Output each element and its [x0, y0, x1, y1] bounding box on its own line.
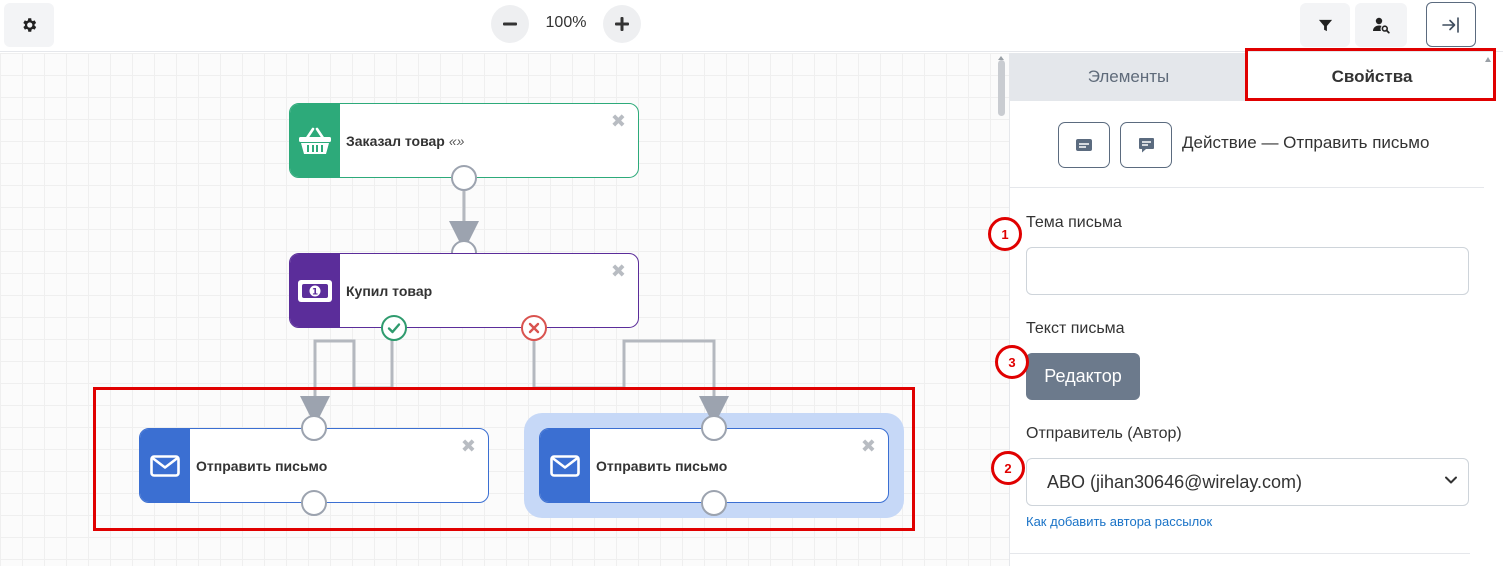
zoom-in-button[interactable]: [603, 5, 641, 43]
node-order-title: Заказал товар: [346, 132, 445, 149]
node-order-label: Заказал товар «»: [340, 104, 638, 177]
canvas-scroll-up-arrow[interactable]: [998, 56, 1004, 60]
node-mail1-output-port[interactable]: [301, 490, 327, 516]
node-buy-stripe: 1: [290, 254, 340, 327]
message-icon: [1138, 137, 1154, 152]
tab-elements[interactable]: Элементы: [1010, 53, 1247, 101]
action-title: Действие — Отправить письмо: [1182, 133, 1430, 152]
body-label: Текст письма: [1026, 320, 1125, 337]
subject-input[interactable]: [1026, 247, 1469, 295]
panel-divider-bottom: [1010, 553, 1470, 554]
node-order-close-icon[interactable]: ✖: [610, 111, 626, 131]
subject-label: Тема письма: [1026, 214, 1122, 231]
user-search-button[interactable]: [1355, 3, 1407, 47]
collapse-panel-icon: [1442, 16, 1459, 33]
banknote-icon: 1: [298, 279, 332, 302]
wire-yes-to-mail1: [300, 339, 394, 426]
chevron-down-icon: [1445, 476, 1457, 484]
node-mail1-input-port[interactable]: [301, 415, 327, 441]
collapse-panel-button[interactable]: [1426, 2, 1476, 47]
node-mail2-label: Отправить письмо: [596, 457, 728, 474]
check-icon: [387, 323, 401, 334]
wire-no-to-mail2: [532, 339, 729, 426]
top-toolbar: 100%: [0, 0, 1503, 52]
filter-button[interactable]: [1300, 3, 1350, 47]
node-mail1-label: Отправить письмо: [196, 457, 328, 474]
action-card-button[interactable]: [1058, 122, 1110, 168]
basket-icon: [299, 127, 331, 154]
zoom-level: 100%: [545, 14, 587, 31]
node-buy-label: Купил товар: [346, 282, 433, 299]
node-mail2-stripe: [540, 429, 590, 502]
envelope-icon: [550, 454, 580, 477]
filter-icon: [1318, 19, 1332, 31]
sender-value: ABO (jihan30646@wirelay.com): [1047, 471, 1303, 492]
properties-tab-highlight: [1245, 48, 1496, 101]
card-icon: [1076, 139, 1092, 151]
plus-icon: [615, 17, 629, 31]
cross-icon: [528, 322, 540, 334]
minus-icon: [503, 22, 517, 26]
node-order-stripe: [290, 104, 340, 177]
email-nodes-highlight: [93, 387, 915, 531]
node-mail2-close-icon[interactable]: ✖: [860, 436, 876, 456]
svg-text:1: 1: [312, 287, 318, 297]
sender-select[interactable]: ABO (jihan30646@wirelay.com): [1026, 458, 1469, 506]
add-author-help-link[interactable]: Как добавить автора рассылок: [1026, 514, 1213, 529]
node-mail1-stripe: [140, 429, 190, 502]
canvas-scrollbar[interactable]: [998, 60, 1005, 116]
node-mail2-output-port[interactable]: [701, 490, 727, 516]
no-branch-port[interactable]: [521, 315, 547, 341]
tab-properties[interactable]: Свойства: [1247, 53, 1497, 101]
node-buy-close-icon[interactable]: ✖: [610, 261, 626, 281]
node-mail2-input-port[interactable]: [701, 415, 727, 441]
action-comment-button[interactable]: [1120, 122, 1172, 168]
node-mail1-close-icon[interactable]: ✖: [460, 436, 476, 456]
node-order-output-port[interactable]: [451, 165, 477, 191]
editor-button[interactable]: Редактор: [1026, 353, 1140, 400]
panel-scroll-up-arrow[interactable]: [1485, 57, 1491, 62]
envelope-icon: [150, 454, 180, 477]
panel-divider-top: [1010, 187, 1484, 188]
user-search-icon: [1373, 17, 1390, 34]
properties-panel: Элементы Свойства Действие — Отправить п…: [1009, 53, 1503, 566]
node-order-quote: «»: [448, 132, 465, 149]
connection-wires: [300, 191, 729, 426]
callout-sender: 2: [991, 451, 1025, 485]
callout-subject: 1: [988, 217, 1022, 251]
yes-branch-port[interactable]: [381, 315, 407, 341]
settings-button[interactable]: [4, 3, 54, 47]
gear-icon: [23, 18, 37, 32]
callout-editor: 3: [995, 345, 1029, 379]
zoom-out-button[interactable]: [491, 5, 529, 43]
sender-label: Отправитель (Автор): [1026, 425, 1182, 442]
node-bought-product[interactable]: 1 Купил товар ✖: [289, 253, 639, 328]
